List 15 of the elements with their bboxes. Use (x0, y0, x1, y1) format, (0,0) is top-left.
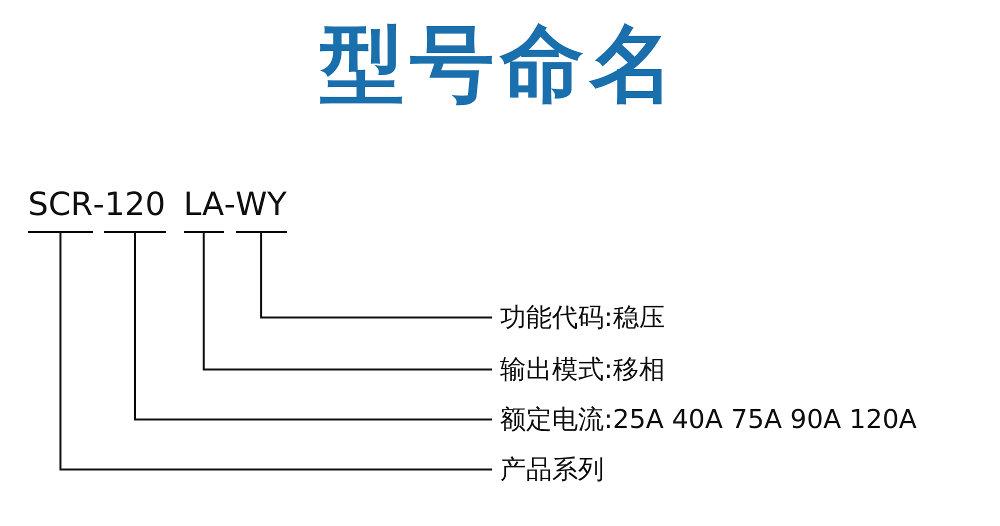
page-title: 型号命名 (320, 15, 680, 113)
code-separator: - (224, 185, 236, 225)
field-description: 输出模式:移相 (500, 352, 665, 387)
underlined-code-segment: LA (184, 185, 224, 233)
leader-line (202, 233, 492, 370)
code-separator: - (92, 185, 104, 225)
underlined-code-segment: 120 (104, 185, 166, 233)
field-description: 功能代码:稳压 (500, 300, 665, 335)
leader-line (59, 233, 492, 470)
underlined-code-segment: WY (236, 185, 287, 233)
underlined-code-segment: SCR (28, 185, 93, 233)
field-description: 额定电流:25A 40A 75A 90A 120A (500, 402, 917, 437)
leader-line (260, 233, 492, 318)
leader-line (134, 233, 492, 420)
field-description: 产品系列 (500, 452, 604, 487)
